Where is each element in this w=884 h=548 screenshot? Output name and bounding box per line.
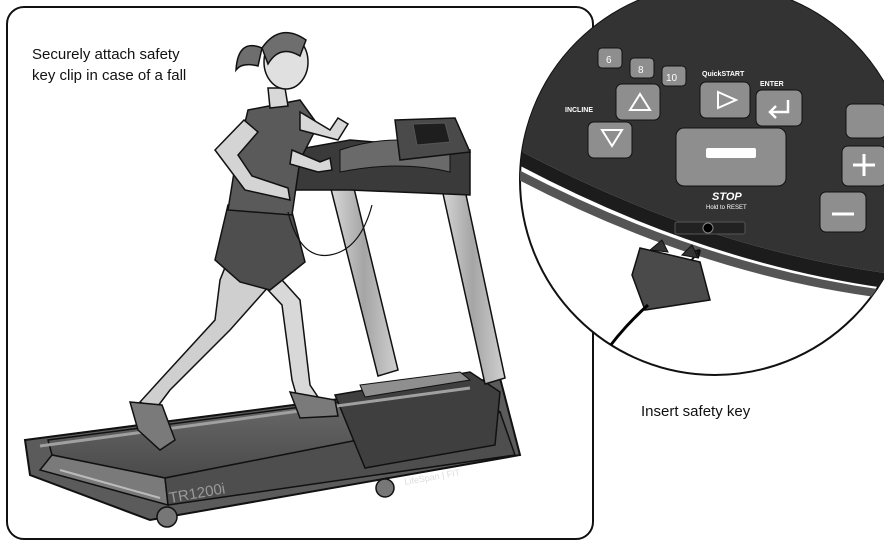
stop-bar-icon <box>706 148 756 158</box>
side-caption: Insert safety key <box>641 403 750 420</box>
enter-button[interactable] <box>756 90 802 126</box>
stop-sub-label: Hold to RESET <box>706 205 747 211</box>
speed-6-label: 6 <box>606 55 612 66</box>
quickstart-button[interactable] <box>700 82 750 118</box>
enter-label: ENTER <box>760 81 784 88</box>
quickstart-label: QuickSTART <box>702 71 745 78</box>
stop-label: STOP <box>712 191 742 203</box>
incline-label: INCLINE <box>565 107 593 114</box>
speed-8-label: 8 <box>638 65 644 76</box>
speed-minus-button[interactable] <box>820 192 866 232</box>
incline-down-button[interactable] <box>588 122 632 158</box>
main-caption: Securely attach safety key clip in case … <box>32 44 186 86</box>
speed-10-label: 10 <box>666 73 678 84</box>
speed-minus-button-partial[interactable] <box>846 104 884 138</box>
incline-up-button[interactable] <box>616 84 660 120</box>
safety-key-slot <box>675 222 745 234</box>
